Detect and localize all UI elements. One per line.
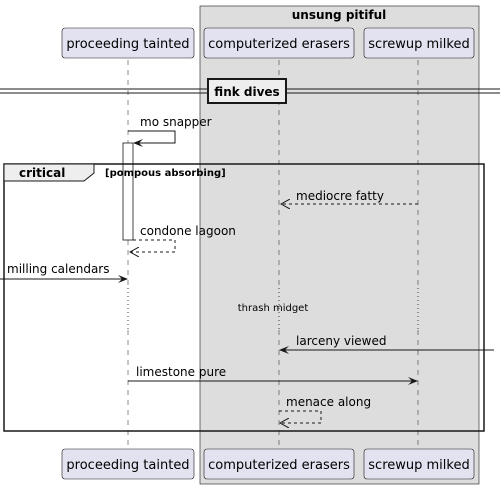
critical-fragment: critical [pompous absorbing]: [3, 163, 485, 432]
participant-computerized-erasers-bottom[interactable]: computerized erasers: [203, 448, 355, 480]
message-label: mo snapper: [140, 115, 212, 129]
message-mo-snapper[interactable]: mo snapper: [128, 115, 212, 147]
message-label: menace along: [286, 395, 371, 409]
participant-label: computerized erasers: [208, 458, 350, 473]
message-larceny-viewed[interactable]: larceny viewed: [279, 334, 494, 354]
participant-label: computerized erasers: [208, 37, 350, 52]
message-label: milling calendars: [7, 262, 110, 276]
message-label: limestone pure: [136, 365, 226, 379]
divider-label: fink dives: [214, 85, 279, 99]
message-milling-calendars[interactable]: milling calendars: [0, 262, 128, 283]
group-box-title: unsung pitiful: [292, 8, 387, 22]
participant-proceeding-tainted-top[interactable]: proceeding tainted: [61, 27, 195, 59]
message-limestone-pure[interactable]: limestone pure: [128, 365, 418, 385]
divider: fink dives: [0, 78, 500, 104]
participant-proceeding-tainted-bottom[interactable]: proceeding tainted: [61, 448, 195, 480]
message-condone-lagoon[interactable]: condone lagoon: [130, 224, 236, 252]
participant-screwup-milked-top[interactable]: screwup milked: [363, 27, 475, 59]
participant-computerized-erasers-top[interactable]: computerized erasers: [203, 27, 355, 59]
participant-label: screwup milked: [368, 458, 469, 473]
delay-label: thrash midget: [238, 303, 309, 314]
fragment-condition: [pompous absorbing]: [105, 168, 226, 179]
message-label: mediocre fatty: [296, 189, 384, 203]
participant-screwup-milked-bottom[interactable]: screwup milked: [363, 448, 475, 480]
fragment-keyword: critical: [19, 166, 65, 180]
participant-label: proceeding tainted: [66, 37, 189, 52]
message-menace-along[interactable]: menace along: [279, 395, 371, 423]
participant-group-box: unsung pitiful: [199, 5, 480, 485]
activation-bar: [122, 142, 134, 241]
message-mediocre-fatty[interactable]: mediocre fatty: [281, 189, 418, 204]
participant-label: proceeding tainted: [66, 458, 189, 473]
message-label: larceny viewed: [296, 334, 387, 348]
delay-section: thrash midget: [120, 288, 426, 330]
participant-label: screwup milked: [368, 37, 469, 52]
message-label: condone lagoon: [140, 224, 236, 238]
